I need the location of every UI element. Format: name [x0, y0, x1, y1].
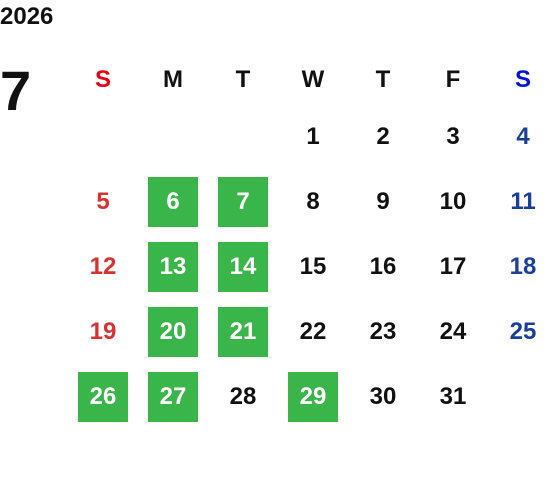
day-cell: 24 — [418, 299, 488, 364]
year-label: 2026 — [0, 3, 54, 30]
day-12: 12 — [89, 252, 117, 280]
day-3: 3 — [446, 122, 460, 150]
day-cell: 7 — [208, 169, 278, 234]
day-cell: 9 — [348, 169, 418, 234]
day-cell: 12 — [68, 234, 138, 299]
day-cell: 15 — [278, 234, 348, 299]
day-cell: 8 — [278, 169, 348, 234]
day-8: 8 — [306, 187, 320, 215]
weekday-cell: T — [208, 56, 278, 104]
weekday-tuesday: T — [235, 66, 251, 93]
day-5: 5 — [96, 187, 110, 215]
week-row: 5 6 7 8 9 10 11 — [68, 169, 548, 234]
day-cell: 28 — [208, 364, 278, 429]
day-cell: 5 — [68, 169, 138, 234]
day-cell: 31 — [418, 364, 488, 429]
weekday-sunday: S — [94, 66, 111, 93]
day-4: 4 — [516, 122, 530, 150]
weekday-cell: M — [138, 56, 208, 104]
weekday-cell: F — [418, 56, 488, 104]
day-cell: 16 — [348, 234, 418, 299]
day-10: 10 — [439, 187, 467, 215]
weekday-cell: S — [488, 56, 548, 104]
day-24: 24 — [439, 317, 467, 345]
day-20-highlighted: 20 — [148, 306, 198, 357]
weekday-saturday: S — [514, 66, 531, 93]
weekday-wednesday: W — [301, 66, 325, 93]
weekday-monday: M — [163, 66, 183, 93]
day-21-highlighted: 21 — [218, 306, 268, 357]
day-cell: 10 — [418, 169, 488, 234]
week-row: 19 20 21 22 23 24 25 — [68, 299, 548, 364]
day-2: 2 — [376, 122, 390, 150]
day-cell: 1 — [278, 104, 348, 169]
day-cell: 13 — [138, 234, 208, 299]
day-19: 19 — [89, 317, 117, 345]
day-13-highlighted: 13 — [148, 241, 198, 292]
day-9: 9 — [376, 187, 390, 215]
day-18: 18 — [509, 252, 537, 280]
month-label: 7 — [0, 59, 32, 122]
day-cell: 17 — [418, 234, 488, 299]
day-29-highlighted: 29 — [288, 371, 338, 422]
empty-day-cell — [488, 364, 548, 429]
week-row: 26 27 28 29 30 31 — [68, 364, 548, 429]
day-cell: 18 — [488, 234, 548, 299]
empty-day-cell — [138, 104, 208, 169]
day-cell: 11 — [488, 169, 548, 234]
day-16: 16 — [369, 252, 397, 280]
day-cell: 6 — [138, 169, 208, 234]
weekday-cell: W — [278, 56, 348, 104]
weekday-cell: S — [68, 56, 138, 104]
empty-day-cell — [208, 104, 278, 169]
day-cell: 19 — [68, 299, 138, 364]
day-22: 22 — [299, 317, 327, 345]
day-cell: 14 — [208, 234, 278, 299]
day-cell: 2 — [348, 104, 418, 169]
week-row: 1 2 3 4 — [68, 104, 548, 169]
empty-day-cell — [68, 104, 138, 169]
day-30: 30 — [369, 382, 397, 410]
day-17: 17 — [439, 252, 467, 280]
weekday-thursday: T — [375, 66, 391, 93]
day-28: 28 — [229, 382, 257, 410]
day-cell: 21 — [208, 299, 278, 364]
day-11: 11 — [510, 187, 536, 215]
day-6-highlighted: 6 — [148, 176, 198, 227]
weekday-friday: F — [445, 66, 461, 93]
day-cell: 26 — [68, 364, 138, 429]
day-cell: 23 — [348, 299, 418, 364]
day-cell: 29 — [278, 364, 348, 429]
day-cell: 22 — [278, 299, 348, 364]
day-23: 23 — [369, 317, 397, 345]
day-cell: 4 — [488, 104, 548, 169]
day-cell: 3 — [418, 104, 488, 169]
day-cell: 27 — [138, 364, 208, 429]
weekday-header-row: S M T W T F S — [68, 56, 548, 104]
day-15: 15 — [299, 252, 327, 280]
calendar-grid: S M T W T F S 1 2 3 4 5 6 7 8 9 10 11 — [68, 56, 548, 429]
day-26-highlighted: 26 — [78, 371, 128, 422]
day-cell: 20 — [138, 299, 208, 364]
week-row: 12 13 14 15 16 17 18 — [68, 234, 548, 299]
day-14-highlighted: 14 — [218, 241, 268, 292]
day-7-highlighted: 7 — [218, 176, 268, 227]
weekday-cell: T — [348, 56, 418, 104]
day-1: 1 — [306, 122, 320, 150]
day-cell: 25 — [488, 299, 548, 364]
day-cell: 30 — [348, 364, 418, 429]
day-27-highlighted: 27 — [148, 371, 198, 422]
day-31: 31 — [439, 382, 467, 410]
day-25: 25 — [509, 317, 537, 345]
